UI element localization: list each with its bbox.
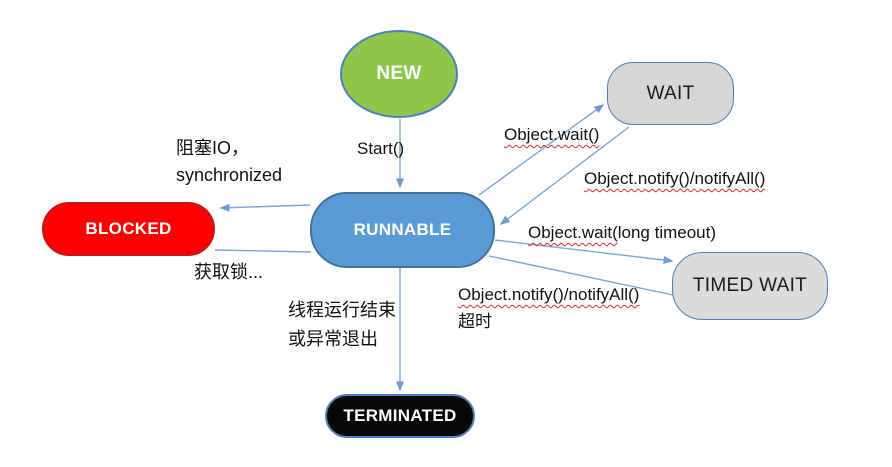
edge-wait-to-runnable [499, 126, 630, 225]
state-timed-wait-label: TIMED WAIT [692, 275, 808, 296]
edge-runnable-to-blocked [219, 203, 311, 212]
state-wait: WAIT [607, 62, 734, 125]
edge-label-blocking-io: 阻塞IO， synchronized [176, 138, 283, 185]
edge-timed-wait-to-runnable [488, 255, 674, 296]
edge-label-thread-end: 线程运行结束 或异常退出 [288, 300, 396, 349]
state-blocked-label: BLOCKED [85, 219, 172, 238]
edge-label-start: Start() [357, 139, 405, 158]
edge-runnable-to-timed-wait [494, 239, 674, 264]
state-new: NEW [340, 30, 458, 118]
edge-label-object-wait: Object.wait() [504, 125, 600, 144]
state-wait-label: WAIT [646, 82, 695, 104]
state-runnable-label: RUNNABLE [353, 220, 452, 239]
edge-runnable-to-wait [478, 104, 605, 196]
edge-blocked-to-runnable [214, 249, 312, 253]
state-timed-wait: TIMED WAIT [672, 252, 828, 320]
state-terminated: TERMINATED [325, 394, 475, 438]
edge-label-notify-from-wait: Object.notify()/notifyAll() [584, 169, 766, 188]
state-terminated-label: TERMINATED [343, 406, 457, 425]
state-new-label: NEW [376, 63, 422, 84]
state-runnable: RUNNABLE [310, 192, 495, 268]
state-blocked: BLOCKED [42, 202, 215, 256]
edge-label-acquire-lock: 获取锁... [194, 262, 264, 282]
edge-label-notify-from-timed-wait: Object.notify()/notifyAll() 超时 [458, 285, 640, 331]
edge-label-wait-timeout: Object.wait(long timeout) [528, 223, 717, 242]
